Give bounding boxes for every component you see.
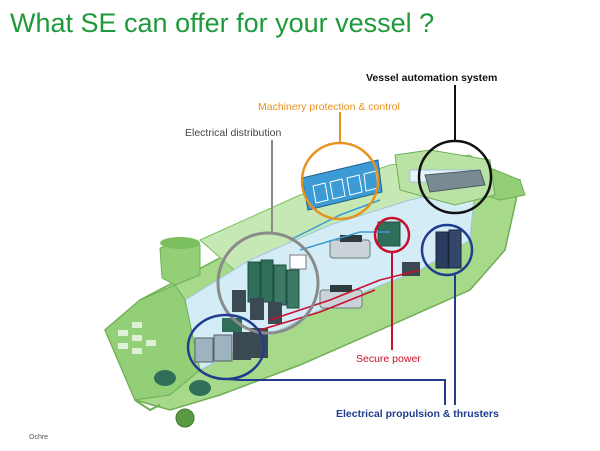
- thruster-circle: [420, 223, 474, 277]
- secure-power-label: Secure power: [356, 353, 421, 365]
- generators: [319, 235, 371, 309]
- electrical-distribution-label: Electrical distribution: [185, 127, 282, 139]
- electrical-switchboards: [232, 254, 307, 324]
- propulsion-motors: [154, 370, 211, 396]
- footer-note: Ochre: [29, 434, 49, 441]
- vessel-automation-label: Vessel automation system: [366, 72, 498, 84]
- thruster-drive-cabinet: [435, 229, 462, 269]
- cables: [259, 199, 421, 331]
- page-title: What SE can offer for your vessel ?: [10, 8, 435, 38]
- electrical-distribution-circle: [216, 231, 320, 335]
- bridge-console: [424, 169, 486, 193]
- machinery-label: Machinery protection & control: [258, 101, 400, 113]
- secure-power-cabinet: [377, 221, 420, 276]
- leader-lines: [225, 85, 456, 405]
- propulsion-label: Electrical propulsion & thrusters: [336, 408, 499, 420]
